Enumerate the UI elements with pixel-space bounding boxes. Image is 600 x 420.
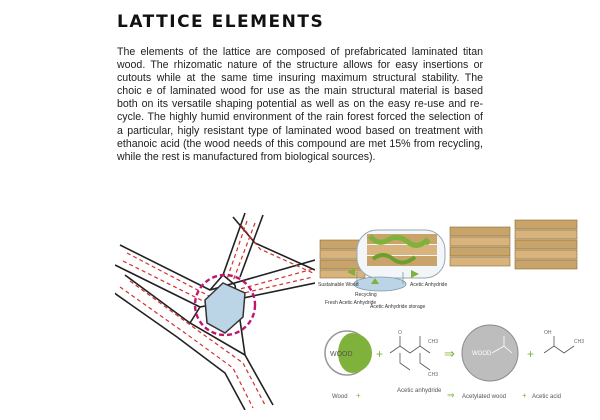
atom-oh: OH <box>544 330 552 336</box>
label-acetic-acid: Acetic acid <box>532 394 561 400</box>
joint-edge-b <box>209 274 224 291</box>
body-paragraph: The elements of the lattice are composed… <box>117 46 483 163</box>
label-acetylated-wood: Acetylated wood <box>462 394 506 400</box>
arrow-under: ⇒ <box>447 390 455 400</box>
atom-ch3-a: CH3 <box>428 339 438 345</box>
plus-sign-1: + <box>376 347 383 361</box>
beam-upper-edge <box>119 244 315 291</box>
joint-highlight-circle <box>193 273 257 337</box>
plus-sign-2: + <box>527 347 534 361</box>
leaf-shape <box>338 333 372 373</box>
recycling-diagram: Sustainable Wood Recycling Acetic Anhydr… <box>318 219 578 310</box>
lattice-joint-drawing <box>115 212 315 410</box>
atom-ch3-b: CH3 <box>428 372 438 378</box>
treatment-cylinder <box>356 229 446 279</box>
plus-under-1: + <box>356 391 361 400</box>
vertical-beam-right-edge <box>239 214 264 278</box>
label-recycling: Recycling <box>355 292 377 298</box>
wood-in-circle: WOOD <box>330 351 353 358</box>
anhydride-structure <box>389 336 431 371</box>
lower-beam-edge-b <box>115 292 246 410</box>
wood-in-grey-circle: WOOD <box>472 351 492 357</box>
reaction-arrow: ⇒ <box>444 346 455 361</box>
joint-edge-a <box>189 306 201 324</box>
label-acetic-anhydride: Acetic anhydride <box>397 388 442 394</box>
label-fresh-acetic: Fresh Acetic Anhydride <box>325 300 376 306</box>
plus-under-2: + <box>522 391 527 400</box>
atom-o: O <box>398 330 402 336</box>
atom-ch3-c: CH3 <box>574 339 584 345</box>
acetic-storage-tank <box>353 272 407 292</box>
lower-beam-edge-a <box>124 274 274 406</box>
large-wood-stack <box>449 219 578 270</box>
flow-arrows <box>347 268 419 284</box>
label-acetic-storage: Acetic Anhydride storage <box>370 304 426 310</box>
label-wood: Wood <box>332 394 348 400</box>
joint-node <box>204 282 246 334</box>
label-sustainable-wood: Sustainable Wood <box>318 282 359 288</box>
label-acetic-anhydride: Acetic Anhydride <box>410 282 447 288</box>
acetic-acid-structure <box>543 336 575 354</box>
page-title: LATTICE ELEMENTS <box>117 12 325 32</box>
reaction-diagram: WOOD + CH3 CH3 O ⇒ WOOD + OH CH3 Wood + … <box>324 324 584 400</box>
